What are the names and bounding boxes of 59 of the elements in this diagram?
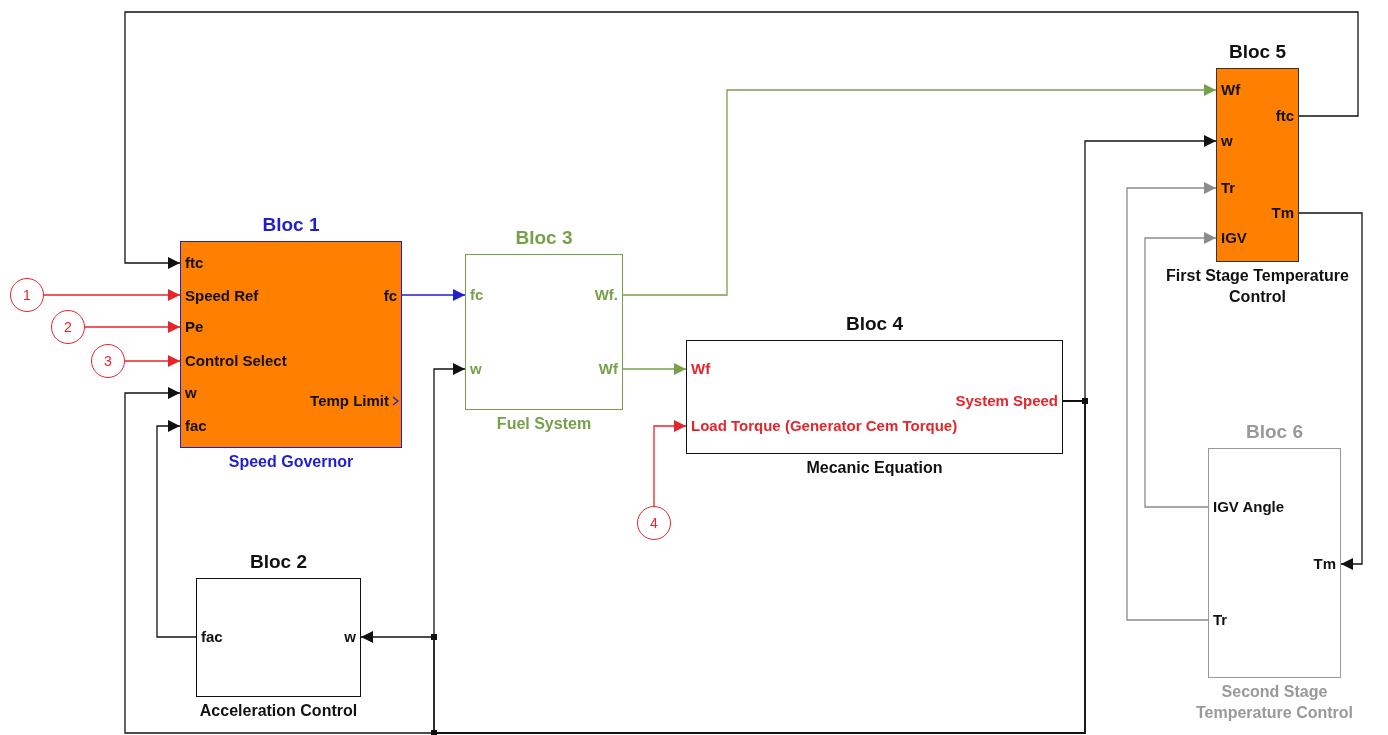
signal-arrow [1126,182,1217,621]
port-label: Tr [1221,179,1236,197]
block-caption: Second Stage Temperature Control [1194,682,1355,723]
signal-arrow [84,321,181,333]
block-caption: Fuel System [495,414,593,434]
signal-arrow [401,289,466,301]
port-label: Control Select [185,352,287,370]
port-label: Tm [1313,555,1336,573]
block-title: Bloc 6 [1246,421,1303,443]
input-number: 2 [64,319,72,335]
input-circle [91,344,125,378]
port-label: IGV Angle [1213,498,1285,516]
input-number: 4 [650,515,658,531]
block-caption: Speed Governor [227,452,355,472]
port-label: fac [185,417,207,435]
block-caption: First Stage Temperature Control [1165,266,1350,307]
signal-arrow [1144,232,1217,508]
port-label: Temp Limit [310,392,389,410]
signal-arrow [622,84,1217,296]
block-caption: Mecanic Equation [805,458,944,478]
signal-arrow [156,420,197,638]
input-circle [51,310,85,344]
signal-arrow [43,289,181,301]
signal-arrow [360,400,1086,734]
input-number: 1 [23,287,31,303]
signal-arrow [124,355,181,367]
port-label: IGV [1221,229,1247,247]
port-label: Wf [598,360,618,378]
block-title: Bloc 1 [262,214,320,236]
block-title: Bloc 3 [515,227,573,249]
port-label: Tm [1271,204,1294,222]
block-title: Bloc 4 [846,313,903,335]
port-label: Speed Ref [185,287,259,305]
port-label: Wf [1221,81,1241,99]
input-circle [637,506,671,540]
port-label: w [470,360,482,378]
port-label: ftc [1275,107,1294,125]
port-label: w [185,384,197,402]
port-label: ftc [185,254,204,272]
input-number: 3 [104,353,112,369]
port-label: Pe [185,318,204,336]
port-label: fac [201,628,223,646]
port-label: System Speed [955,392,1058,410]
signal-arrow [622,363,687,375]
port-label: w [344,628,356,646]
block-title: Bloc 5 [1229,41,1286,63]
port-label: Wf. [594,286,618,304]
signal-arrow [124,11,1359,269]
port-label: Wf [691,360,711,378]
port-label: fc [383,287,397,305]
port-label: Tr [1213,611,1228,629]
port-label: Load Torque (Generator Cem Torque) [691,417,958,435]
signal-arrow [1298,212,1363,570]
port-label: w [1221,132,1233,150]
port-label: fc [470,286,484,304]
block-title: Bloc 2 [250,551,307,573]
input-circle [10,278,44,312]
signal-arrow [653,420,687,507]
block-caption: Acceleration Control [198,701,359,721]
